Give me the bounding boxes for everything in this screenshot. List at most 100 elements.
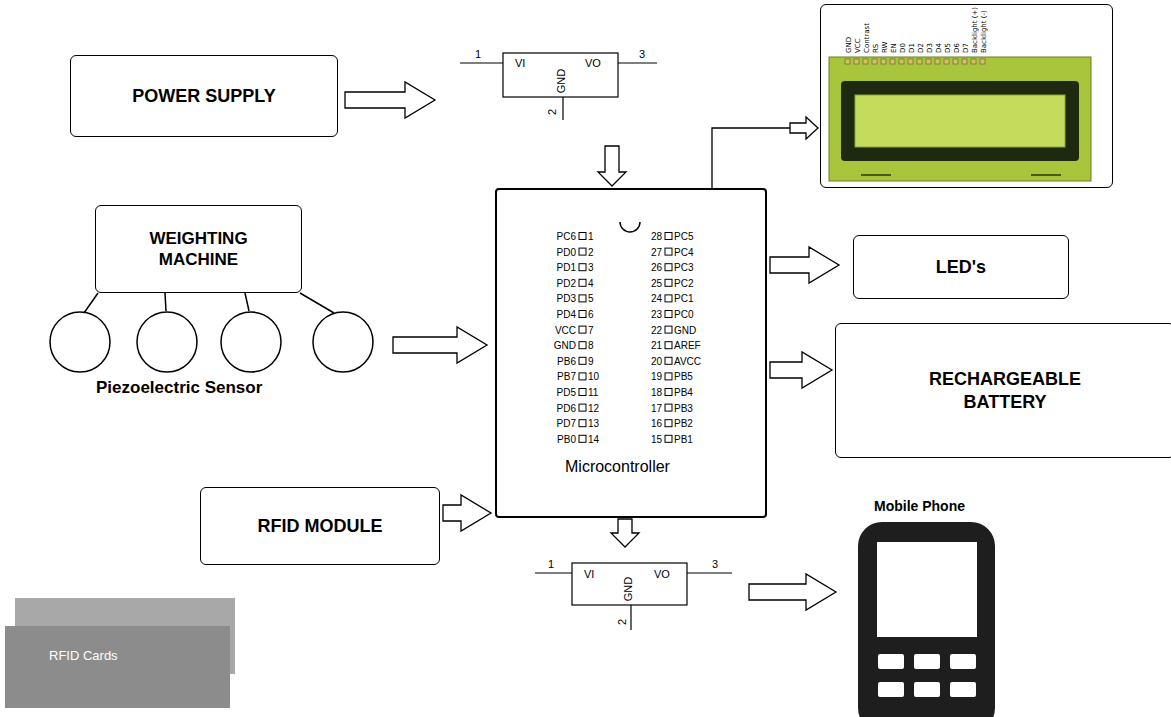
- pin-number: 14: [588, 434, 599, 445]
- box-label: LED's: [936, 256, 986, 279]
- pin-name: PC4: [674, 247, 693, 258]
- block-arrow: [770, 247, 839, 283]
- pin-name: PB2: [674, 418, 693, 429]
- lcd-pin-label: D2: [917, 43, 925, 53]
- pin-number: 13: [588, 418, 599, 429]
- pin-pad: [579, 233, 586, 240]
- pin-number: 5: [588, 293, 594, 304]
- pin-name: PD0: [520, 247, 576, 258]
- lcd-pin-label: D5: [944, 43, 952, 53]
- regulator-symbol: [530, 548, 740, 633]
- pin-name: PB7: [520, 371, 576, 382]
- pin-pad: [665, 420, 672, 427]
- pin-name: PB6: [520, 356, 576, 367]
- pin-number: 21: [640, 340, 662, 351]
- pin-pad: [665, 404, 672, 411]
- pin-number: 26: [640, 262, 662, 273]
- voltage-regulator: VIVOGND132: [530, 548, 740, 633]
- box-label: WEIGHTING MACHINE: [124, 228, 274, 271]
- pin-name: PB0: [520, 434, 576, 445]
- pin-number: 28: [640, 231, 662, 242]
- pin-pad: [665, 389, 672, 396]
- pin-pad: [579, 373, 586, 380]
- pin-pad: [665, 264, 672, 271]
- pin-pad: [665, 248, 672, 255]
- pin-number: 25: [640, 278, 662, 289]
- pin-number: 8: [588, 340, 594, 351]
- pin-pad: [579, 326, 586, 333]
- sensor-label: Piezoelectric Sensor: [96, 378, 262, 398]
- pin-number: 10: [588, 371, 599, 382]
- microcontroller: Microcontroller: [495, 188, 767, 518]
- pin-number: 2: [588, 247, 594, 258]
- box-label: POWER SUPPLY: [132, 85, 275, 108]
- chip-caption: Microcontroller: [565, 458, 670, 476]
- lcd-pin-label: D4: [935, 43, 943, 53]
- pin-pad: [579, 420, 586, 427]
- pin-label: GND: [555, 69, 567, 93]
- lcd-pin-label: RW: [881, 41, 889, 53]
- pin-number: 23: [640, 309, 662, 320]
- pin-label: 3: [639, 48, 645, 60]
- piezo-sensor: [313, 312, 373, 372]
- pin-pad: [665, 373, 672, 380]
- lcd-pin-label: GND: [845, 37, 853, 53]
- pin-number: 18: [640, 387, 662, 398]
- pin-pad: [579, 404, 586, 411]
- pin-number: 12: [588, 403, 599, 414]
- lcd-pin-label: RS: [872, 44, 880, 53]
- block-arrow: [598, 146, 626, 186]
- pin-name: PD4: [520, 309, 576, 320]
- block-arrow: [443, 495, 491, 531]
- pin-label: VI: [515, 57, 525, 69]
- pin-pad: [665, 326, 672, 333]
- pin-pad: [665, 357, 672, 364]
- pin-pad: [665, 295, 672, 302]
- pin-name: PD3: [520, 293, 576, 304]
- box-label: RECHARGEABLE BATTERY: [915, 368, 1095, 413]
- pin-pad: [579, 342, 586, 349]
- process-box: POWER SUPPLY: [70, 55, 338, 137]
- pin-label: 1: [548, 558, 554, 570]
- pin-number: 22: [640, 325, 662, 336]
- pin-number: 17: [640, 403, 662, 414]
- pin-number: 6: [588, 309, 594, 320]
- pin-name: PC5: [674, 231, 693, 242]
- pin-pad: [665, 435, 672, 442]
- block-arrow: [393, 327, 487, 363]
- voltage-regulator: VIVOGND132: [457, 12, 667, 145]
- pin-label: 2: [616, 619, 628, 625]
- lcd-pin-label: Contrast: [863, 23, 871, 53]
- lcd-pin-label: Backlight (+): [971, 7, 979, 53]
- box-label: RFID MODULE: [258, 515, 383, 538]
- sensor-wire: [84, 293, 98, 313]
- block-arrow: [611, 519, 639, 547]
- pin-number: 15: [640, 434, 662, 445]
- pin-pad: [665, 279, 672, 286]
- lcd-display: GNDVCCContrastRSRWEND0D1D2D3D4D5D6D7Back…: [820, 4, 1113, 188]
- chip-notch: [620, 222, 640, 232]
- pin-label: 2: [546, 109, 558, 115]
- lcd-pin-label: D7: [962, 43, 970, 53]
- pin-name: AREF: [674, 340, 701, 351]
- piezo-sensor: [50, 312, 110, 372]
- pin-pad: [579, 295, 586, 302]
- pin-number: 20: [640, 356, 662, 367]
- lcd-pin-label: Backlight (-): [980, 10, 988, 53]
- pin-pad: [579, 357, 586, 364]
- mobile-phone: [858, 492, 998, 717]
- lcd-pin-label: D3: [926, 43, 934, 53]
- pin-label: VO: [654, 568, 670, 580]
- sensor-wire: [245, 293, 249, 311]
- pin-pad: [579, 435, 586, 442]
- pin-number: 9: [588, 356, 594, 367]
- lcd-pin-label: D6: [953, 43, 961, 53]
- pin-name: PB3: [674, 403, 693, 414]
- block-arrow: [712, 117, 818, 188]
- pin-name: PC0: [674, 309, 693, 320]
- sensor-wire: [300, 293, 334, 313]
- pin-name: PD1: [520, 262, 576, 273]
- process-box: LED's: [853, 235, 1069, 299]
- process-box: RFID MODULE: [200, 487, 440, 565]
- pin-pad: [579, 311, 586, 318]
